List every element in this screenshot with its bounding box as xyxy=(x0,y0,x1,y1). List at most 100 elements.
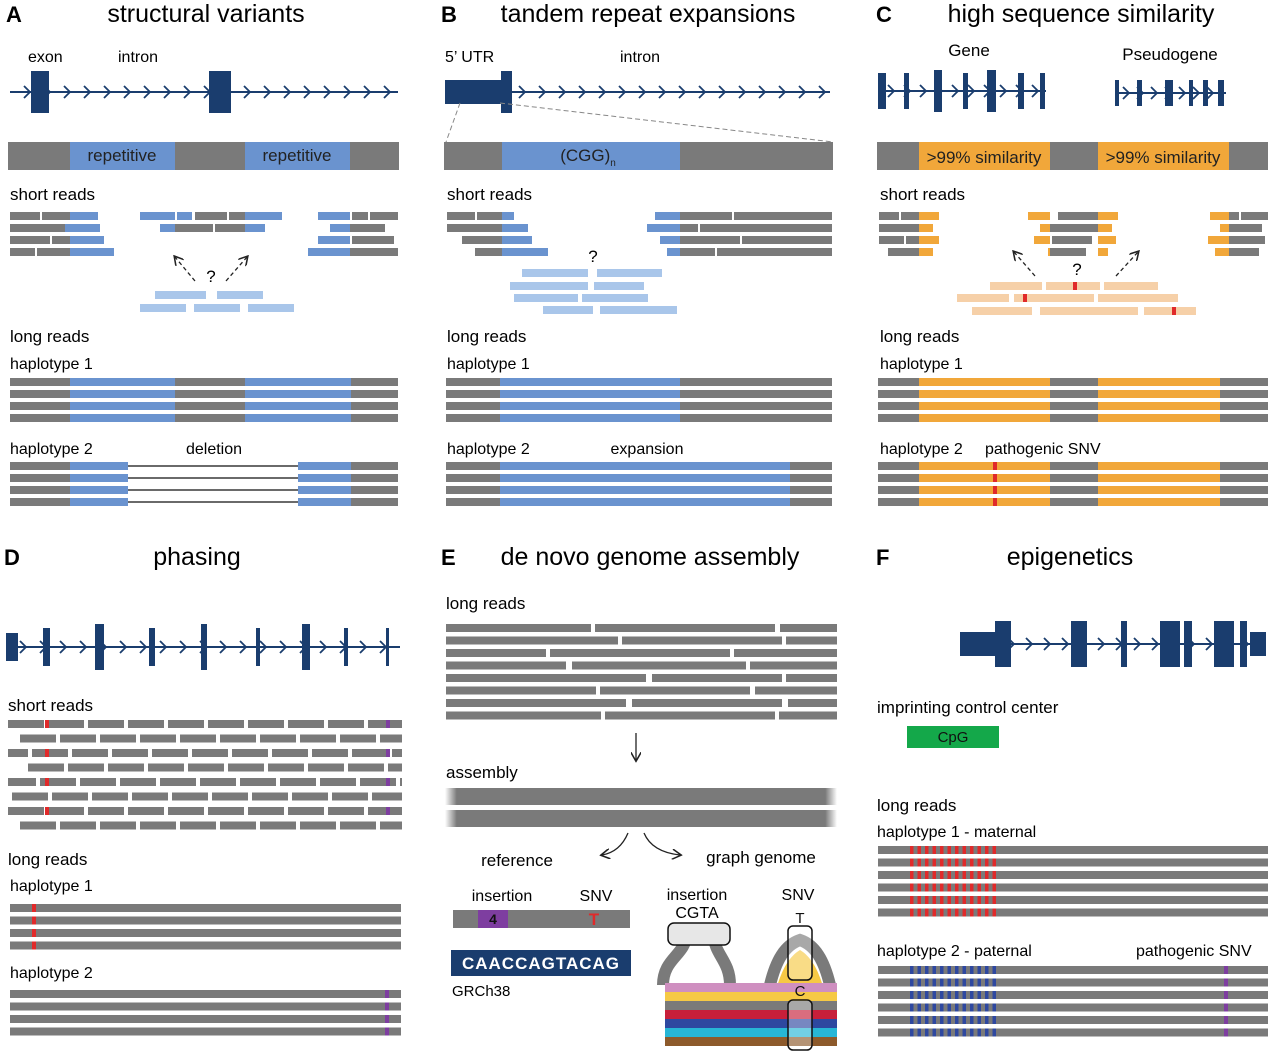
chevron-icon xyxy=(103,85,112,99)
long-read xyxy=(10,390,398,398)
short-read xyxy=(172,792,208,801)
exon-block xyxy=(904,73,909,109)
long-read xyxy=(878,486,1268,494)
exon-block xyxy=(31,71,49,113)
long-reads-label-b: long reads xyxy=(447,327,526,346)
read-region xyxy=(919,498,1050,506)
short-read xyxy=(352,749,388,757)
chevron-icon xyxy=(1178,86,1187,100)
methylation-mark xyxy=(955,966,959,974)
methylation-mark xyxy=(947,846,951,854)
long-reads-label-a: long reads xyxy=(10,327,89,346)
short-read xyxy=(12,792,48,801)
exon-block xyxy=(1189,80,1193,106)
panel-d-title: phasing xyxy=(153,543,241,571)
long-read xyxy=(595,624,775,632)
pseudogene-label: Pseudogene xyxy=(1122,45,1217,64)
panel-a-letter: A xyxy=(6,2,22,27)
read-region xyxy=(1098,414,1220,422)
read-region xyxy=(500,390,680,398)
short-read xyxy=(8,720,44,728)
methylation-mark xyxy=(940,978,944,987)
gene-label: Gene xyxy=(948,41,990,60)
long-reads-hap1-a xyxy=(10,378,398,422)
exon-block xyxy=(6,633,18,661)
chevron-icon xyxy=(323,85,332,99)
chevron-icon xyxy=(1150,86,1159,100)
chevron-icon xyxy=(919,84,928,98)
similarity-region-2 xyxy=(1098,142,1229,170)
read-region xyxy=(70,414,175,422)
methylation-mark xyxy=(925,978,929,987)
short-reads-label-b: short reads xyxy=(447,185,532,204)
graph-genome-label: graph genome xyxy=(706,848,816,867)
gene-model-f xyxy=(960,621,1266,667)
methylation-mark xyxy=(977,846,981,854)
long-reads-label-d: long reads xyxy=(8,850,87,869)
haplotype-2-label-c: haplotype 2 xyxy=(880,441,963,458)
short-read xyxy=(328,720,364,728)
short-reads-label-c: short reads xyxy=(880,185,965,204)
methylation-mark xyxy=(947,1016,951,1024)
short-read xyxy=(20,821,56,830)
read-region xyxy=(245,390,351,398)
exon-block xyxy=(1165,80,1173,106)
methylation-mark xyxy=(947,883,951,892)
short-reads-label-a: short reads xyxy=(10,185,95,204)
methylation-mark xyxy=(955,1003,959,1012)
long-read xyxy=(10,402,398,410)
methylation-mark xyxy=(940,896,944,904)
short-read xyxy=(152,749,188,757)
long-read xyxy=(780,624,837,632)
short-read xyxy=(160,778,196,786)
methylation-mark xyxy=(932,978,936,987)
chevron-icon xyxy=(951,84,960,98)
methylation-mark xyxy=(985,883,989,892)
long-reads-hap2-a xyxy=(10,462,398,506)
long-reads-hap2-b xyxy=(446,462,832,506)
methylation-mark xyxy=(977,978,981,987)
long-reads-hap1-d xyxy=(10,904,401,950)
variant-mark xyxy=(32,941,36,950)
methylation-mark xyxy=(977,908,981,917)
panel-e-letter: E xyxy=(441,545,456,570)
exon-block xyxy=(149,628,155,666)
exon-block xyxy=(878,73,886,109)
chevron-icon xyxy=(999,84,1008,98)
exon-block xyxy=(1137,80,1142,106)
gene-model-c xyxy=(878,70,1226,112)
reference-bar-b: (CGG)n xyxy=(444,142,833,170)
short-read xyxy=(300,734,336,743)
short-read xyxy=(60,734,96,743)
exon-block xyxy=(1184,621,1192,667)
long-read xyxy=(878,858,1268,867)
haplotype-2-label-b: haplotype 2 xyxy=(447,441,530,458)
short-read xyxy=(140,734,176,743)
methylation-mark xyxy=(917,908,921,917)
methylation-mark xyxy=(925,991,929,999)
read-region xyxy=(70,498,128,506)
read-region xyxy=(500,486,790,494)
long-read xyxy=(10,498,128,506)
insertion-label-graph: insertion xyxy=(667,887,727,904)
question-mark-b: ? xyxy=(588,247,597,266)
chevron-icon xyxy=(798,85,807,99)
methylation-mark xyxy=(940,883,944,892)
utr-label: 5’ UTR xyxy=(445,49,494,66)
short-read xyxy=(248,720,284,728)
variant-mark xyxy=(45,778,49,786)
read-region xyxy=(70,462,128,470)
methylation-mark xyxy=(925,966,929,974)
methylation-mark xyxy=(947,991,951,999)
variant-mark xyxy=(1224,1028,1228,1037)
read-region xyxy=(919,378,1050,386)
short-reads-c xyxy=(879,212,1268,315)
short-read xyxy=(300,821,336,830)
methylation-mark xyxy=(917,966,921,974)
methylation-mark xyxy=(917,871,921,879)
read-region xyxy=(500,474,790,482)
methylation-mark xyxy=(910,991,914,999)
long-read xyxy=(878,871,1268,879)
short-read xyxy=(232,749,268,757)
exon-block xyxy=(386,628,389,666)
